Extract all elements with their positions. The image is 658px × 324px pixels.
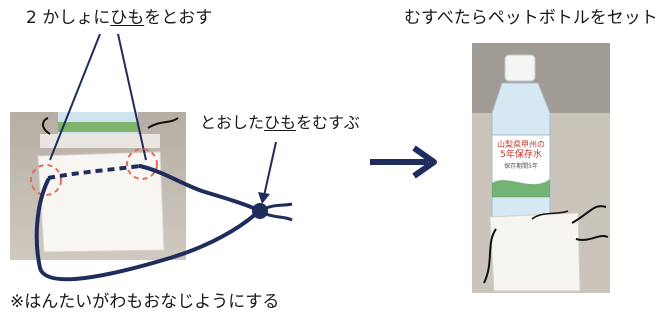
string-end-1 [265,202,293,210]
bottle-label-text: 山梨県甲州の 5年保存水 保存期間5年 [497,140,545,170]
circle-hole-right [126,148,158,180]
pointer-line-right [117,33,147,161]
pointer-arrowhead-icon [258,192,270,204]
note-other-side: ※はんたいがわもおなじようにする [10,292,280,312]
photo-bottle-in-box: 山梨県甲州の 5年保存水 保存期間5年 [472,43,610,293]
string-end-2 [265,212,293,222]
caption-tie-string: とおしたひもをむすぶ [200,113,360,132]
photo-box-with-string [10,112,186,260]
string-loop-lower [34,178,260,282]
circle-hole-left [30,164,62,196]
caption-thread-two-places: 2 かしょにひもをとおす [26,8,213,28]
string-loop-upper [138,164,260,212]
knot-icon [252,203,268,219]
pointer-line-knot [263,141,277,197]
arrow-right-head-icon [412,145,437,179]
string-hidden-part [47,164,141,180]
caption-set-bottle: むすべたらペットボトルをセット [404,8,658,28]
pointer-line-left [49,33,101,161]
